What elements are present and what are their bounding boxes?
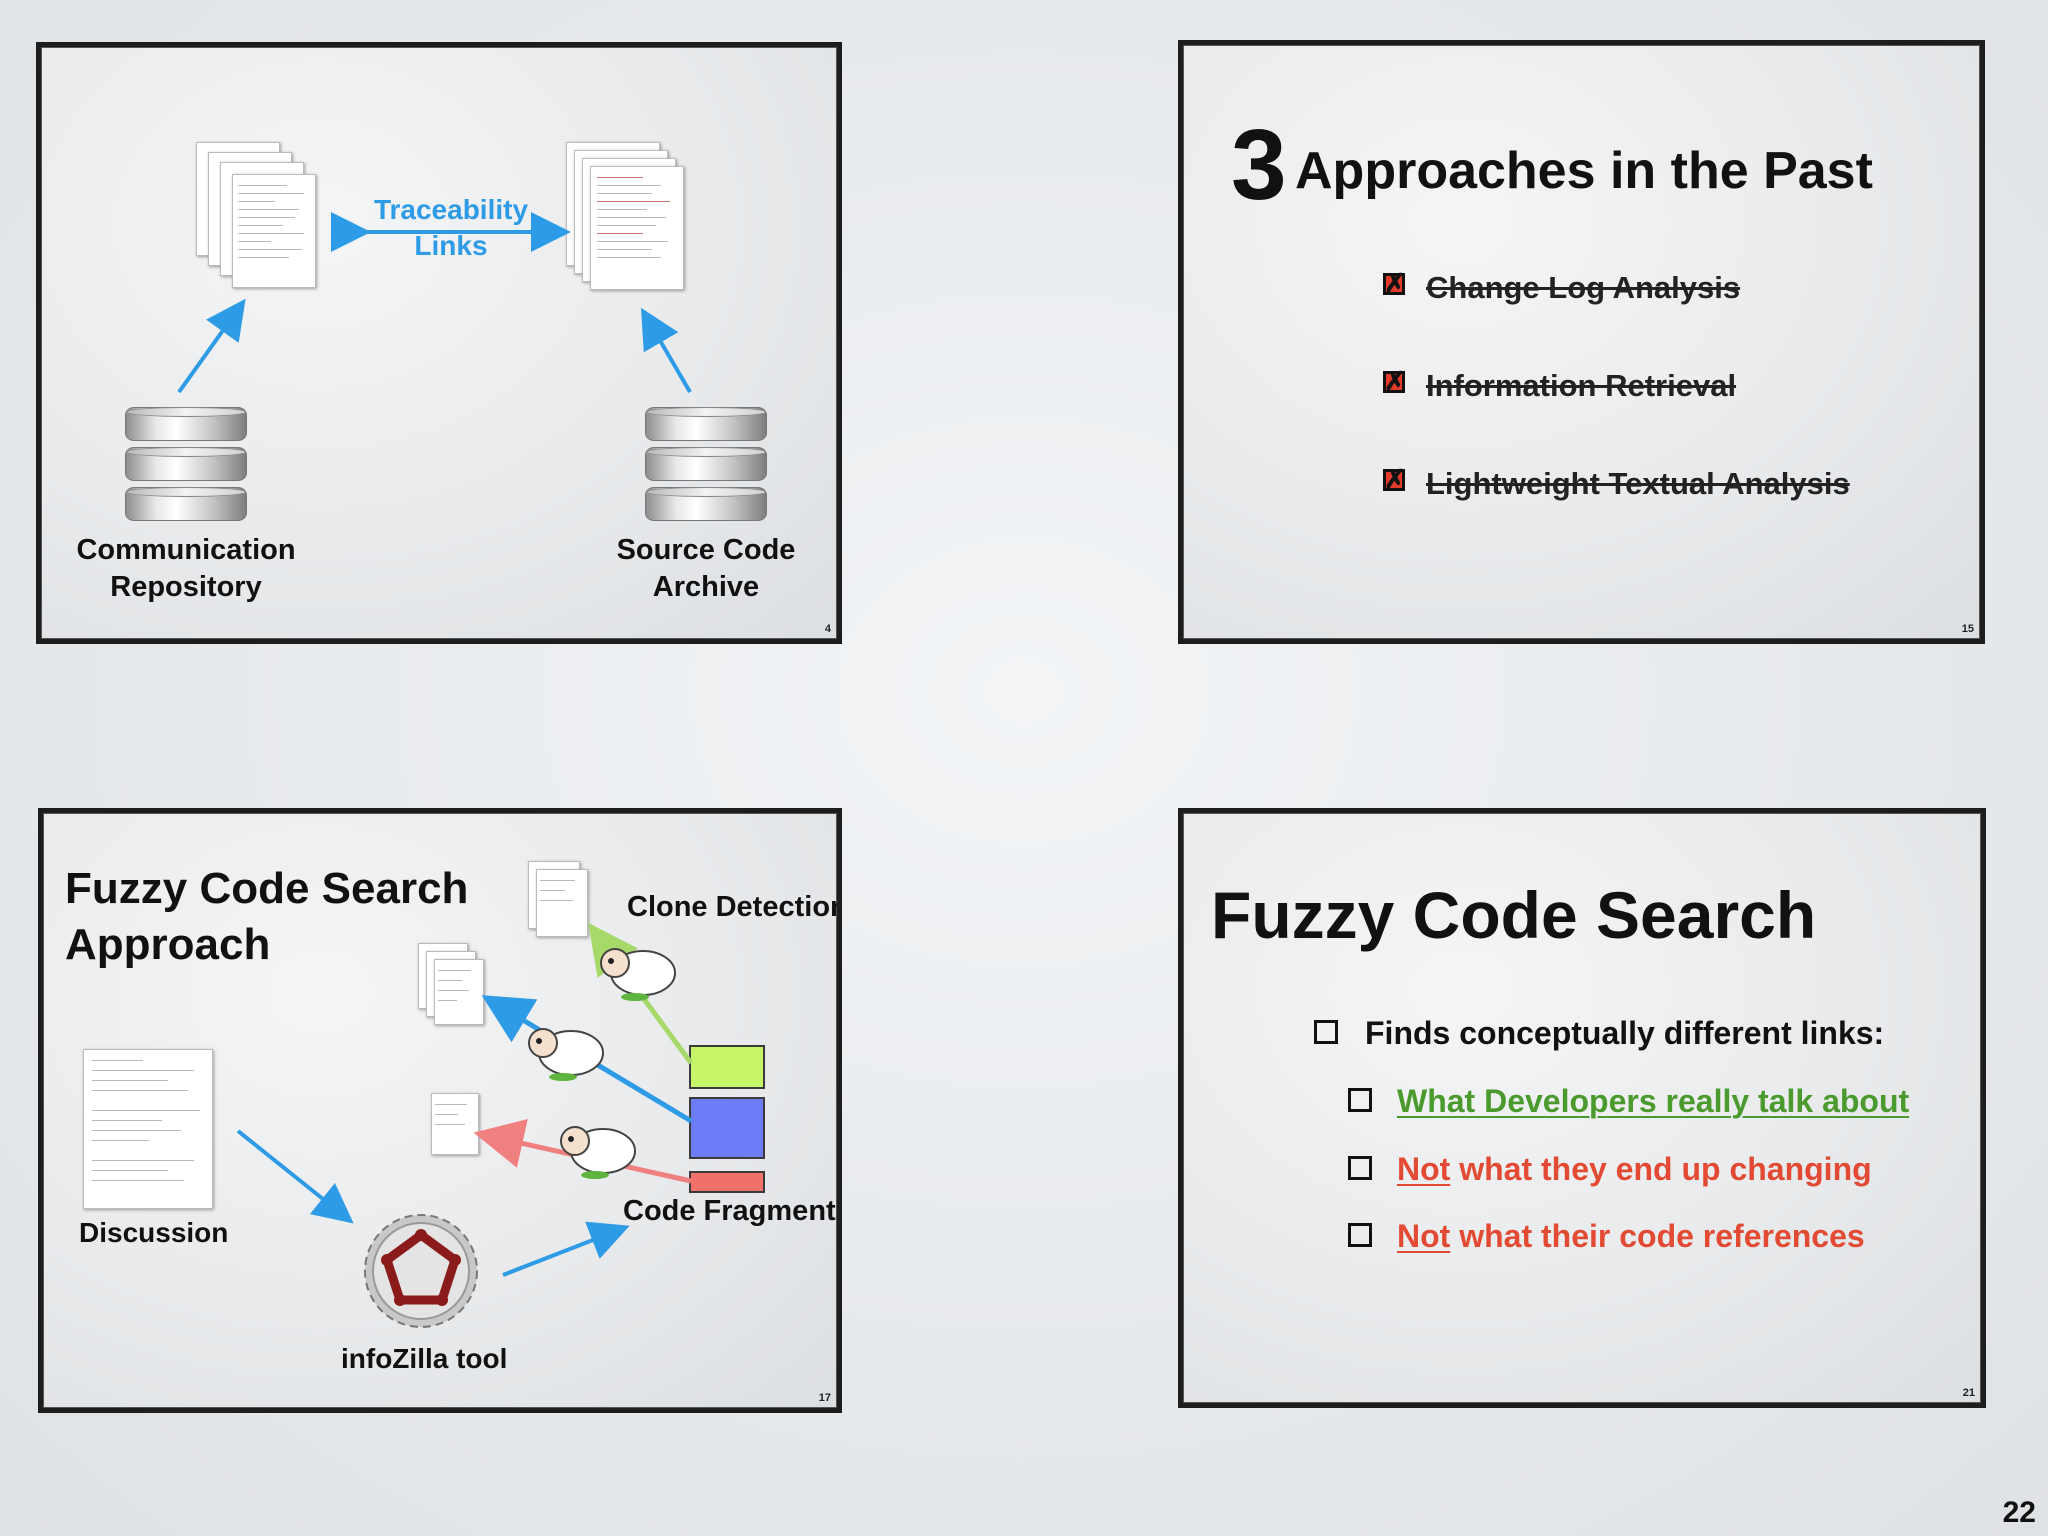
clone-documents-icon bbox=[528, 861, 598, 941]
checkbox-crossed-icon: ✗ bbox=[1383, 268, 1406, 298]
traceability-links-label: Traceability Links bbox=[373, 194, 529, 261]
checkbox-crossed-icon: ✗ bbox=[1383, 464, 1406, 494]
sheep-icon bbox=[560, 1126, 636, 1179]
code-document-icon bbox=[431, 1093, 491, 1163]
discussion-document-icon bbox=[83, 1049, 223, 1219]
source-database-icon bbox=[645, 407, 767, 527]
sub-bullet-red: Not what they end up changing bbox=[1397, 1151, 1872, 1188]
checkbox-crossed-icon: ✗ bbox=[1383, 366, 1406, 396]
main-bullet: Finds conceptually different links: bbox=[1365, 1015, 1885, 1051]
code-fragment-green bbox=[689, 1045, 765, 1089]
big-number: 3 bbox=[1231, 109, 1287, 221]
slide-approaches: 3 Approaches in the Past ✗ Change Log An… bbox=[1178, 40, 1985, 644]
infozilla-tool-label: infoZilla tool bbox=[341, 1343, 508, 1374]
slide-title: Fuzzy Code Search bbox=[1211, 878, 1817, 952]
slide-number: 4 bbox=[824, 623, 831, 635]
code-documents-icon bbox=[418, 943, 498, 1033]
sub-bullet-red: Not what their code references bbox=[1397, 1218, 1865, 1255]
source-code-documents-icon bbox=[566, 142, 696, 302]
traceability-arrows bbox=[177, 212, 692, 394]
bullet-text: what they end up changing bbox=[1450, 1151, 1872, 1187]
arrow-comm-to-docs bbox=[177, 298, 246, 394]
slide-number: 15 bbox=[1961, 623, 1974, 635]
sheep-icon bbox=[528, 1028, 604, 1081]
discussion-label: Discussion bbox=[79, 1217, 229, 1248]
not-emphasis: Not bbox=[1397, 1151, 1451, 1187]
slide-title: Approaches in the Past bbox=[1295, 142, 1873, 200]
approach-item: Lightweight Textual Analysis bbox=[1426, 466, 1850, 501]
slide-number: 17 bbox=[818, 1392, 831, 1404]
slide-fuzzy-approach: Fuzzy Code Search Approach Clone Detecti… bbox=[38, 808, 842, 1413]
gear-icon bbox=[364, 1214, 478, 1328]
sheep-icon bbox=[600, 948, 676, 1001]
communication-database-icon bbox=[125, 407, 247, 527]
checkbox-icon bbox=[1348, 1088, 1372, 1112]
slide-number: 21 bbox=[1962, 1387, 1975, 1399]
checkbox-icon bbox=[1314, 1020, 1338, 1044]
checkbox-icon bbox=[1348, 1156, 1372, 1180]
approach-item: Change Log Analysis bbox=[1426, 270, 1741, 305]
source-code-archive-label: Source Code Archive bbox=[616, 534, 796, 604]
code-fragments-label: Code Fragments bbox=[623, 1195, 842, 1227]
clone-detection-label: Clone Detection bbox=[627, 891, 842, 923]
approach-item: Information Retrieval bbox=[1426, 368, 1737, 403]
checkbox-icon bbox=[1348, 1223, 1372, 1247]
code-fragment-blue bbox=[689, 1097, 765, 1159]
page-number: 22 bbox=[2002, 1496, 2036, 1529]
slide-traceability: Traceability Links Communication Reposit… bbox=[36, 42, 842, 644]
sub-bullet-green: What Developers really talk about bbox=[1397, 1083, 1910, 1119]
slide-title: Fuzzy Code Search Approach bbox=[65, 864, 469, 969]
fuzzy-search-diagram bbox=[236, 922, 694, 1328]
communication-repository-label: Communication Repository bbox=[76, 534, 296, 604]
arrow-tool-to-fragments bbox=[502, 1221, 630, 1277]
slide-fuzzy-search: Fuzzy Code Search Finds conceptually dif… bbox=[1178, 808, 1986, 1408]
arrow-source-to-code bbox=[640, 307, 692, 394]
not-emphasis: Not bbox=[1397, 1218, 1451, 1254]
arrow-discussion-to-tool bbox=[236, 1129, 354, 1224]
bullet-text: what their code references bbox=[1450, 1218, 1865, 1254]
communication-documents-icon bbox=[196, 142, 326, 302]
